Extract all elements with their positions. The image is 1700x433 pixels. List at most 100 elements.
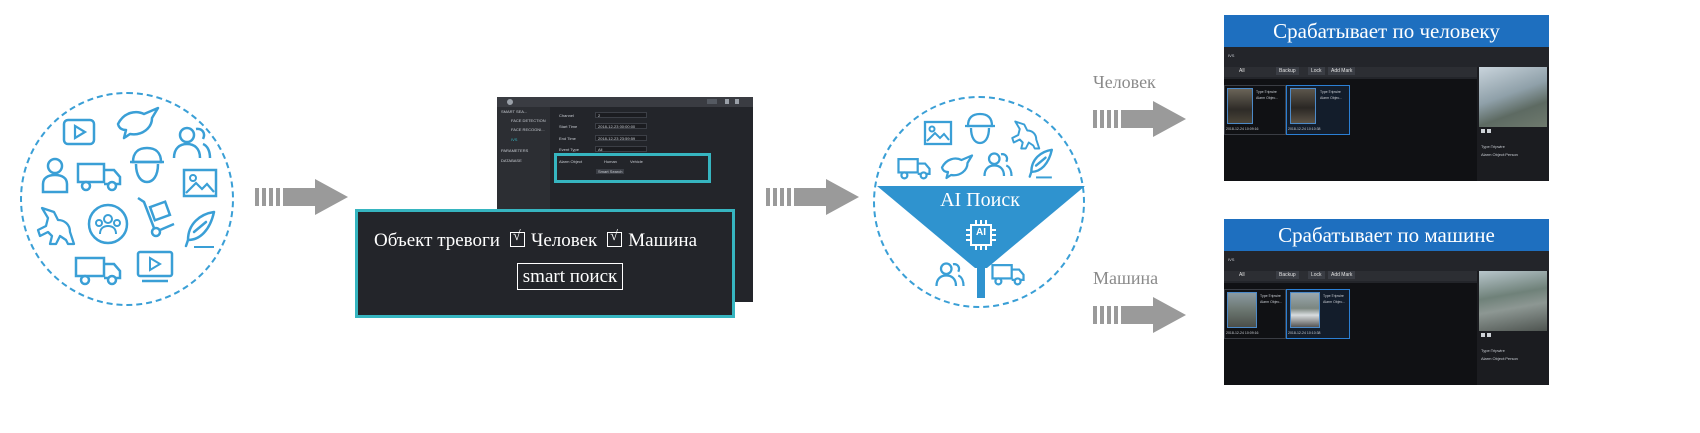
car-preview-type: Type:Tripwire [1481, 348, 1505, 353]
alarm-option-vehicle[interactable]: Vehicle [630, 159, 643, 164]
person-result-title: Срабатывает по человеку [1224, 15, 1549, 47]
person-thumb-object-2: Alarm Objec... [1320, 96, 1343, 100]
car-thumb-type-2: Type:Tripwire [1323, 294, 1344, 298]
truck-icon [76, 162, 122, 192]
car-result-title: Срабатывает по машине [1224, 219, 1549, 251]
car-timestamp-2: 2018-12-24 10:10:38 [1288, 331, 1321, 335]
end-time-value: 2018-12-23 23:59:59 [598, 136, 636, 141]
flow-arrow-1 [255, 179, 350, 215]
person-thumb-type-2: Type:Tripwire [1320, 90, 1341, 94]
ai-search-circle: AI [873, 96, 1085, 308]
group-icon [87, 203, 129, 245]
sidebar-item-parameters[interactable]: PARAMETERS [501, 148, 529, 153]
person-result-toolbar: All Backup Lock Add Mark [1224, 67, 1549, 77]
field-label-channel: Channel [559, 113, 574, 118]
car-option-label: Машина [628, 230, 698, 251]
car-preview-object: Alarm Object:Person [1481, 356, 1518, 361]
person-result-item-2[interactable]: Type:Tripwire Alarm Objec... 2018-12-24 … [1286, 85, 1350, 135]
sidebar-item-face-recognition[interactable]: FACE RECOGNI... [511, 127, 545, 132]
user-icon [725, 99, 729, 104]
worker-icon [130, 146, 164, 184]
car-all-checkbox[interactable]: All [1239, 272, 1245, 278]
sidebar-item-smart-search[interactable]: SMART SEA... [501, 109, 528, 114]
worker-icon [965, 112, 995, 145]
field-label-start-time: Start Time [559, 124, 578, 129]
person-thumb-type-1: Type:Tripwire [1256, 90, 1277, 94]
person-result-tab[interactable]: IVS [1228, 53, 1235, 58]
person-timestamp-2: 2018-12-24 10:10:38 [1288, 127, 1321, 131]
alarm-object-label: Объект тревоги [374, 230, 500, 251]
car-result-screenshot: Срабатывает по машине IVS All Backup Loc… [1224, 219, 1549, 385]
person-all-checkbox[interactable]: All [1239, 68, 1245, 74]
alarm-object-panel: Объект тревоги Человек Машина smart поиск [355, 209, 735, 318]
start-time-field[interactable]: 2018-12-23 00:00:00 [595, 123, 647, 129]
person-play-icon[interactable] [1481, 129, 1485, 133]
horse-icon [1011, 120, 1041, 150]
person-preview-image [1479, 67, 1547, 127]
channel-select[interactable]: 2 [595, 112, 647, 118]
car-checkbox[interactable] [607, 229, 623, 247]
smart-search-small-button[interactable]: Smart Search [596, 169, 625, 174]
flow-arrow-2 [766, 179, 861, 215]
person-preview-type: Type:Tripwire [1481, 144, 1505, 149]
chip-icon [966, 220, 996, 250]
sidebar-item-database[interactable]: DATABASE [501, 158, 522, 163]
ai-funnel-shape [877, 186, 1085, 298]
person-thumbnail-2 [1290, 88, 1316, 124]
feather-icon [184, 210, 216, 248]
image-icon [182, 168, 218, 198]
alarm-option-human[interactable]: Human [604, 159, 617, 164]
person-preview-object: Alarm Object:Person [1481, 152, 1518, 157]
person-backup-button[interactable]: Backup [1276, 67, 1299, 75]
field-label-end-time: End Time [559, 136, 576, 141]
chip-label: AI [976, 227, 986, 238]
person-add-mark-button[interactable]: Add Mark [1328, 67, 1356, 75]
start-time-value: 2018-12-23 00:00:00 [598, 124, 636, 129]
topbar-button[interactable] [707, 99, 717, 104]
car-route-arrow [1093, 297, 1188, 333]
delivery-truck-icon [74, 256, 122, 286]
car-result-item-2[interactable]: Type:Tripwire Alarm Objec... 2018-12-24 … [1286, 289, 1350, 339]
bird-icon [940, 154, 974, 180]
people-icon [935, 262, 965, 287]
car-lock-button[interactable]: Lock [1308, 271, 1325, 279]
car-thumbnail-1 [1227, 292, 1257, 328]
end-time-field[interactable]: 2018-12-23 23:59:59 [595, 135, 647, 141]
car-add-mark-button[interactable]: Add Mark [1328, 271, 1356, 279]
person-route-arrow [1093, 101, 1188, 137]
person-thumbnail-1 [1227, 88, 1253, 124]
people-icon [983, 152, 1013, 177]
truck-icon [991, 264, 1025, 286]
person-result-item-1[interactable]: Type:Tripwire Alarm Objec... 2018-12-24 … [1224, 85, 1286, 135]
person-result-screenshot: Срабатывает по человеку IVS All Backup L… [1224, 15, 1549, 181]
car-result-item-1[interactable]: Type:Tripwire Alarm Objec... 2018-12-24 … [1224, 289, 1286, 339]
car-timestamp-1: 2018-12-24 10:09:16 [1226, 331, 1259, 335]
car-backup-button[interactable]: Backup [1276, 271, 1299, 279]
person-lock-button[interactable]: Lock [1308, 67, 1325, 75]
person-stop-icon[interactable] [1487, 129, 1491, 133]
person-result-list [1224, 79, 1477, 181]
sidebar-item-ivs[interactable]: IVS [511, 137, 518, 142]
car-play-icon[interactable] [1481, 333, 1485, 337]
person-icon [41, 157, 69, 194]
people-icon [172, 126, 212, 159]
car-preview-image [1479, 271, 1547, 331]
person-option-label: Человек [530, 230, 598, 251]
event-type-select[interactable]: All [595, 146, 647, 152]
hand-truck-icon [137, 196, 175, 238]
image-icon [923, 120, 953, 146]
smart-search-button[interactable]: smart поиск [517, 263, 623, 290]
sidebar-item-face-detection[interactable]: FACE DETECTION [511, 118, 546, 123]
person-preview-pane: Type:Tripwire Alarm Object:Person [1477, 67, 1549, 181]
input-data-circle [20, 92, 234, 306]
car-preview-pane: Type:Tripwire Alarm Object:Person [1477, 271, 1549, 385]
field-label-alarm-object: Alarm Object [559, 159, 583, 164]
car-result-tab[interactable]: IVS [1228, 257, 1235, 262]
car-thumb-object-1: Alarm Objec... [1260, 300, 1283, 304]
car-stop-icon[interactable] [1487, 333, 1491, 337]
car-thumb-type-1: Type:Tripwire [1260, 294, 1281, 298]
channel-value: 2 [598, 113, 601, 118]
car-thumbnail-2 [1290, 292, 1320, 328]
person-checkbox[interactable] [509, 229, 525, 247]
play-icon [62, 118, 96, 146]
